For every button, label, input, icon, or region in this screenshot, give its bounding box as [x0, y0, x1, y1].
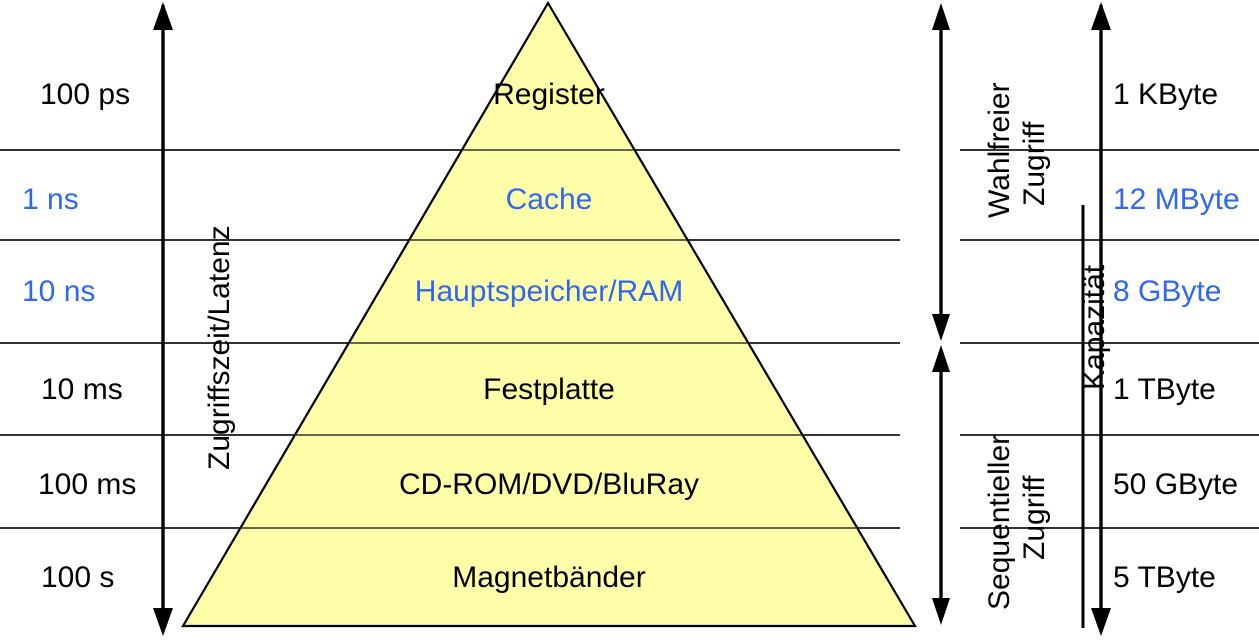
- random-access-arrow: [932, 3, 950, 341]
- latency-value-register: 100 ps: [40, 78, 131, 111]
- capacity-value-register: 1 KByte: [1113, 78, 1219, 111]
- pyramid-shape: [181, 0, 917, 628]
- latency-value-tape: 100 s: [41, 561, 115, 594]
- capacity-value-cache: 12 MByte: [1113, 183, 1240, 216]
- sequential-access-caption-line2: Zugriff: [1018, 475, 1051, 560]
- latency-value-disk: 10 ms: [41, 373, 123, 406]
- capacity-value-tape: 5 TByte: [1113, 561, 1216, 594]
- latency-value-ram: 10 ns: [22, 275, 96, 308]
- latency-value-optical: 100 ms: [38, 468, 137, 501]
- latency-value-cache: 1 ns: [22, 183, 79, 216]
- random-access-caption-line1: Wahlfreier: [983, 82, 1016, 218]
- latency-axis-caption: Zugriffszeit/Latenz: [203, 225, 236, 470]
- capacity-value-optical: 50 GByte: [1113, 468, 1239, 501]
- capacity-value-disk: 1 TByte: [1113, 373, 1216, 406]
- random-access-caption-line2: Zugriff: [1018, 121, 1051, 206]
- pyramid-tier-ram: Hauptspeicher/RAM: [414, 275, 684, 308]
- pyramid-tier-optical: CD-ROM/DVD/BluRay: [398, 468, 700, 501]
- pyramid-tier-cache: Cache: [505, 183, 593, 216]
- pyramid-tier-tape: Magnetbänder: [452, 561, 646, 594]
- sequential-access-arrow: [932, 345, 950, 625]
- capacity-value-ram: 8 GByte: [1113, 275, 1222, 308]
- pyramid-tier-register: Register: [493, 78, 605, 111]
- latency-axis-arrow: [153, 2, 173, 636]
- capacity-axis-caption: Kapazität: [1078, 264, 1111, 390]
- capacity-axis-arrow: [1091, 2, 1111, 636]
- sequential-access-caption-line1: Sequentieller: [983, 434, 1016, 610]
- pyramid-tier-harddisk: Festplatte: [483, 373, 615, 406]
- pyramid-internal-dividers: [240, 149, 857, 529]
